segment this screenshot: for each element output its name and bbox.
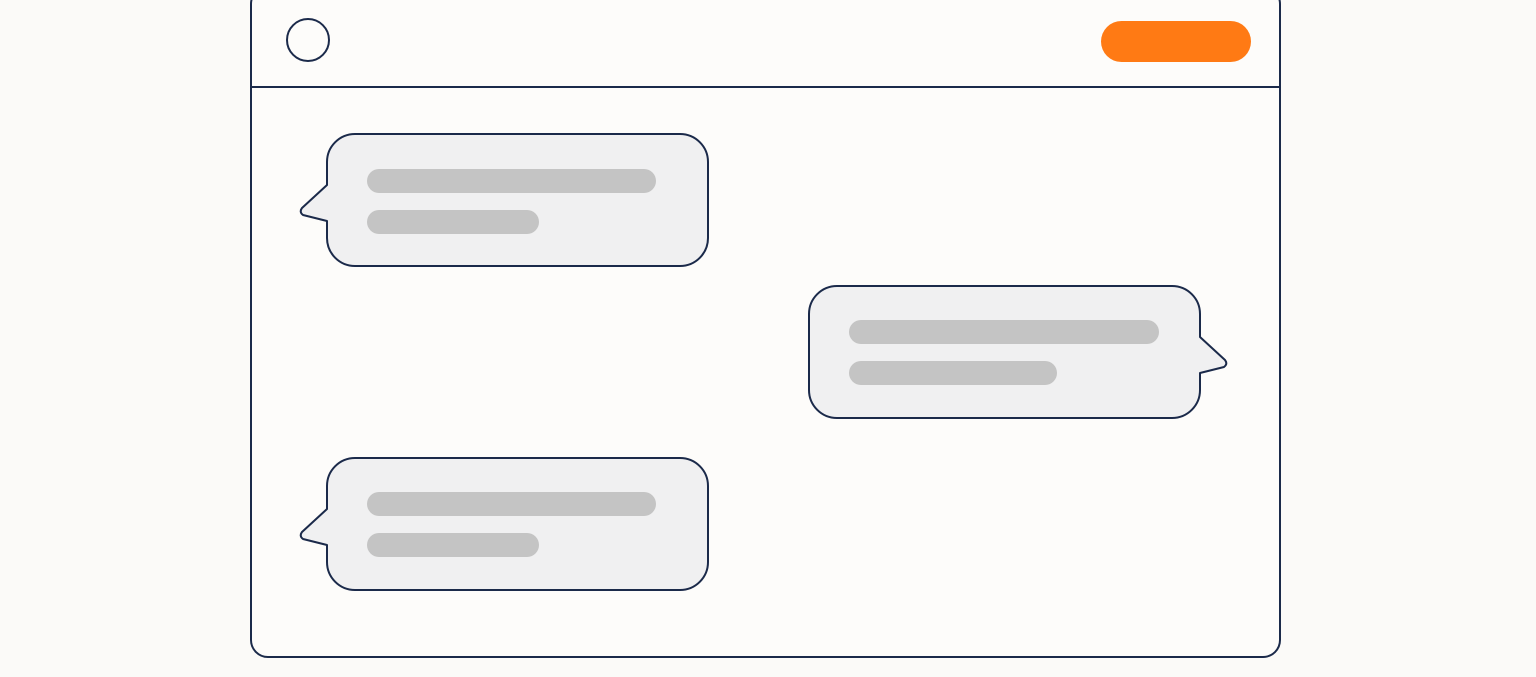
placeholder-text-line xyxy=(367,492,656,516)
placeholder-text-line xyxy=(367,533,539,557)
placeholder-text-line xyxy=(849,320,1159,344)
avatar-icon[interactable] xyxy=(286,18,330,62)
placeholder-text-line xyxy=(367,169,656,193)
message-bubble-incoming xyxy=(299,133,709,267)
message-bubble-outgoing xyxy=(808,285,1228,419)
header-action-button[interactable] xyxy=(1101,21,1251,62)
placeholder-text-line xyxy=(367,210,539,234)
placeholder-text-line xyxy=(849,361,1057,385)
chat-header xyxy=(252,0,1279,88)
message-bubble-incoming xyxy=(299,457,709,591)
